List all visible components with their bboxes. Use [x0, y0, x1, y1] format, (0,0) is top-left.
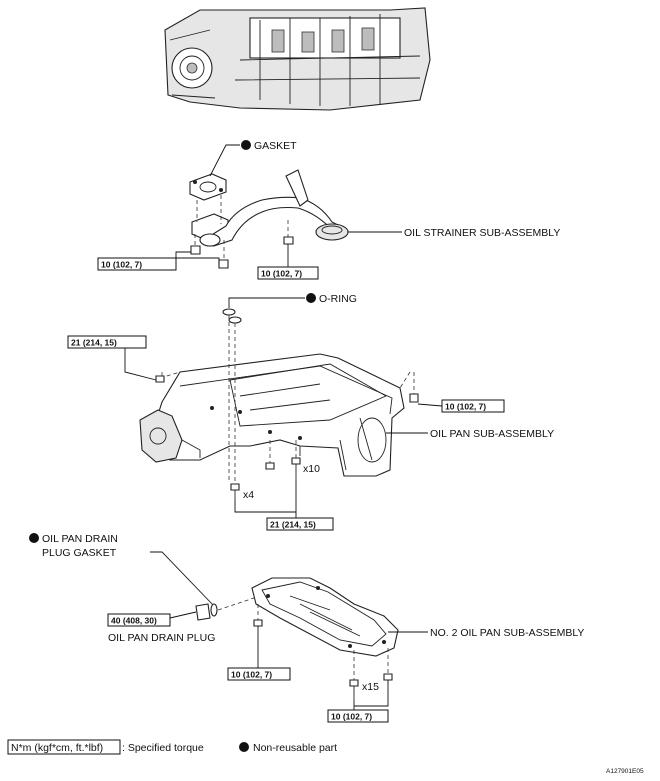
oil-pan-bolt — [155, 375, 419, 500]
legend-non-reusable-dot — [239, 742, 249, 752]
drain-plug-label: OIL PAN DRAIN PLUG — [108, 632, 215, 644]
no2-oil-pan-label: NO. 2 OIL PAN SUB-ASSEMBLY — [430, 627, 584, 639]
legend-torque-box — [7, 739, 121, 755]
no2-pan-bolt — [253, 619, 393, 700]
o-ring-part — [222, 308, 242, 324]
torque-strainer-right: 10 (102, 7) — [261, 269, 302, 279]
qty-x10: x10 — [303, 463, 320, 475]
qty-x15: x15 — [362, 681, 379, 693]
torque-box-no2-bottom — [327, 709, 389, 723]
torque-oil-pan-left: 21 (214, 15) — [71, 338, 117, 348]
legend-nonreusable: Non-reusable part — [253, 742, 337, 754]
strainer-bolt — [190, 236, 294, 269]
qty-x4: x4 — [243, 489, 254, 501]
engine-block — [164, 7, 431, 111]
torque-box-no2-left — [227, 667, 291, 681]
non-reusable-dot-o-ring — [306, 293, 316, 303]
oil-pan-part — [139, 353, 405, 477]
drain-plug-part — [195, 603, 218, 621]
torque-no2-pan-left: 10 (102, 7) — [231, 670, 272, 680]
torque-box-strainer-right — [257, 266, 319, 280]
no2-oil-pan-part — [251, 577, 399, 657]
torque-drain-plug: 40 (408, 30) — [111, 616, 157, 626]
non-reusable-dot-drain-gasket — [29, 533, 39, 543]
torque-oil-pan-bottom: 21 (214, 15) — [270, 520, 316, 530]
torque-box-oil-pan-bottom — [266, 517, 334, 531]
o-ring-label: O-RING — [319, 293, 357, 305]
non-reusable-dot-gasket — [241, 140, 251, 150]
torque-box-drain-plug — [107, 613, 171, 627]
torque-no2-pan-bottom: 10 (102, 7) — [331, 712, 372, 722]
drain-plug-gasket-label-1: OIL PAN DRAIN — [42, 533, 118, 545]
oil-pan-label: OIL PAN SUB-ASSEMBLY — [430, 428, 554, 440]
torque-oil-pan-right: 10 (102, 7) — [445, 402, 486, 412]
gasket-part — [189, 173, 227, 201]
torque-box-strainer-left — [97, 257, 177, 271]
gasket-label: GASKET — [254, 140, 297, 152]
torque-strainer-left: 10 (102, 7) — [101, 260, 142, 270]
drain-plug-gasket-label-2: PLUG GASKET — [42, 547, 117, 559]
torque-box-oil-pan-left — [67, 335, 147, 349]
legend-torque-desc: : Specified torque — [122, 742, 204, 754]
legend-torque-key: N*m (kgf*cm, ft.*lbf) — [11, 742, 103, 754]
oil-strainer-label: OIL STRAINER SUB-ASSEMBLY — [404, 227, 560, 239]
figure-reference: A127901E05 — [606, 768, 644, 775]
